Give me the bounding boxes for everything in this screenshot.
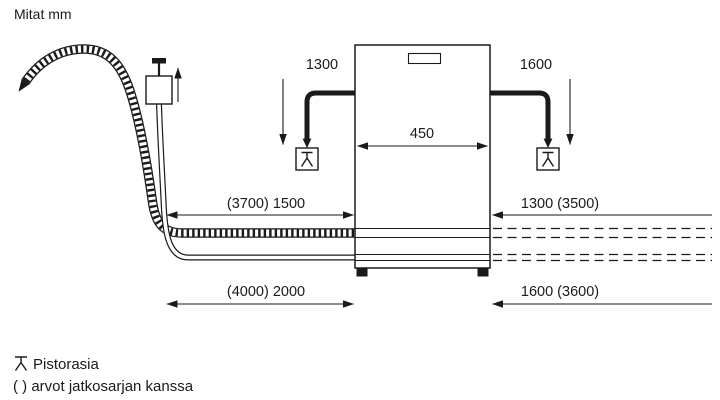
drain-hose xyxy=(18,44,355,238)
cable-left-arrow-icon xyxy=(302,138,312,148)
inlet-hose-core xyxy=(157,103,355,260)
drain-hose-ribs xyxy=(23,45,355,237)
tap-icon xyxy=(152,58,166,64)
dimension-drain-left: (3700) 1500 xyxy=(166,196,354,219)
appliance-control-panel xyxy=(407,52,442,65)
inlet-hose xyxy=(156,103,355,261)
cable-right-path xyxy=(490,90,551,139)
cable-left-label: 1300 xyxy=(306,57,338,73)
water-tap-assembly xyxy=(145,58,182,105)
appliance: 450 xyxy=(354,44,491,277)
appliance-outline xyxy=(354,44,491,269)
socket-icon-left xyxy=(300,151,314,167)
dimension-upper-right: 1300 (3500) xyxy=(492,196,712,219)
cable-right-arrow-icon xyxy=(543,138,553,148)
inlet-left-label: (4000) 2000 xyxy=(227,284,305,300)
power-cable-left: 1300 xyxy=(279,57,355,171)
socket-legend-label: Pistorasia xyxy=(33,356,100,373)
upper-right-label: 1300 (3500) xyxy=(521,196,599,212)
cable-right-label: 1600 xyxy=(520,57,552,73)
socket-legend-icon xyxy=(14,356,28,371)
socket-icon-right xyxy=(541,151,555,167)
aquastop-box xyxy=(145,75,173,105)
power-cable-right: 1600 xyxy=(490,57,574,171)
appliance-foot-left xyxy=(356,268,368,277)
appliance-width-label: 450 xyxy=(410,126,434,142)
hose-extension-dashed xyxy=(493,227,712,262)
lower-right-label: 1600 (3600) xyxy=(521,284,599,300)
drain-left-label: (3700) 1500 xyxy=(227,196,305,212)
legend: Pistorasia ( ) arvot jatkosarjan kanssa xyxy=(13,356,194,395)
dimension-inlet-left: (4000) 2000 xyxy=(166,284,354,308)
drain-hose-end-arrow-icon xyxy=(18,78,31,92)
brackets-note: ( ) arvot jatkosarjan kanssa xyxy=(13,378,194,395)
cable-left-path xyxy=(304,90,355,139)
page-title: Mitat mm xyxy=(14,6,72,22)
dimension-lower-right: 1600 (3600) xyxy=(492,284,712,308)
appliance-foot-right xyxy=(477,268,489,277)
